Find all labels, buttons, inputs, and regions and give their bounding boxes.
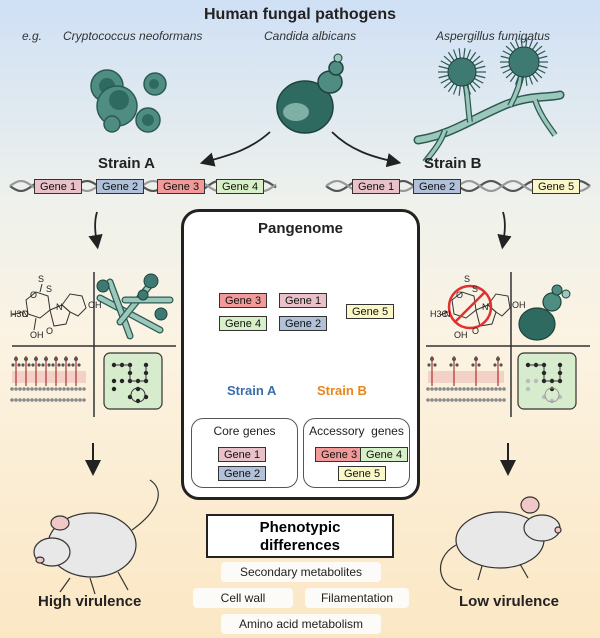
strain-a-gene-4: Gene 4: [216, 179, 265, 194]
species-candida: Candida albicans: [264, 29, 357, 43]
filamentation-hyphae-a: [96, 273, 174, 340]
aspergillus-illustration: [413, 38, 565, 164]
prohibition-icon: [447, 284, 493, 330]
species-aspergillus: Aspergillus fumigatus: [436, 29, 551, 43]
strain-a-label: Strain A: [98, 155, 155, 172]
atom-label: S: [46, 284, 53, 294]
amino-acid-pathway-a: [103, 352, 163, 410]
venn-gene-5: Gene 5: [346, 304, 395, 319]
atom-label: N: [482, 302, 489, 312]
arrow-to-strain-b: [331, 131, 402, 168]
atom-label: O: [472, 326, 480, 336]
strain-a-gene-1: Gene 1: [34, 179, 83, 194]
phenotypic-differences-box: Phenotypic differences: [206, 514, 394, 558]
candida-illustration: [276, 53, 344, 134]
atom-label: N: [56, 302, 63, 312]
atom-label: S: [38, 274, 45, 284]
species-cryptococcus: Cryptococcus neoformans: [63, 29, 203, 43]
venn-gene-4: Gene 4: [219, 316, 268, 331]
venn-gene-3: Gene 3: [219, 293, 268, 308]
amino-acid-pathway-b: [517, 352, 577, 410]
pangenome-title: Pangenome: [257, 220, 344, 237]
example-prefix: e.g.: [22, 29, 43, 43]
core-gene-2: Gene 2: [218, 466, 267, 481]
accessory-gene-3: Gene 3: [315, 447, 364, 462]
atom-label: O: [456, 290, 464, 300]
secondary-metabolite-molecule-a: [11, 283, 87, 331]
atom-label: N: [444, 309, 451, 319]
cell-wall-membrane-a: [10, 356, 86, 402]
phenotype-amino-acid-metabolism: Amino acid metabolism: [221, 614, 381, 634]
low-virulence-label: Low virulence: [459, 593, 560, 610]
venn-strain-a-label: Strain A: [227, 383, 277, 398]
venn-gene-2: Gene 2: [279, 316, 328, 331]
secondary-metabolite-molecule-b: [439, 291, 511, 327]
cryptococcus-illustration: [90, 69, 167, 133]
atom-label: S: [464, 274, 471, 284]
strain-b-gene-2: Gene 2: [413, 179, 462, 194]
figure-title: Human fungal pathogens: [204, 6, 396, 23]
high-virulence-label: High virulence: [38, 593, 142, 610]
strain-a-gene-3: Gene 3: [157, 179, 206, 194]
phenotype-filamentation: Filamentation: [305, 588, 409, 608]
accessory-genes-title: Accessory genes: [309, 424, 404, 438]
atom-label: OH: [88, 300, 102, 310]
strain-b-label: Strain B: [424, 155, 482, 172]
atom-label: H3C: [10, 309, 29, 319]
atom-label: H3C: [430, 309, 449, 319]
down-arrows: [85, 211, 516, 476]
atom-label: OH: [30, 330, 44, 340]
atom-label: N: [22, 309, 29, 319]
phenotypic-title-line2: differences: [259, 537, 341, 554]
core-gene-1: Gene 1: [218, 447, 267, 462]
atom-label: OH: [512, 300, 526, 310]
atom-label: O: [46, 326, 54, 336]
mouse-high-virulence: [33, 479, 159, 595]
strain-b-gene-5: Gene 5: [532, 179, 581, 194]
phenotypic-title-line1: Phenotypic: [259, 519, 341, 536]
atom-label: O: [30, 290, 38, 300]
cell-wall-membrane-b: [426, 356, 506, 402]
filamentation-yeast-b: [518, 284, 571, 341]
quadrant-dividers: [12, 272, 590, 417]
arrow-to-strain-a: [199, 131, 271, 167]
phenotype-cell-wall: Cell wall: [193, 588, 293, 608]
accessory-gene-5: Gene 5: [338, 466, 387, 481]
accessory-gene-4: Gene 4: [360, 447, 409, 462]
atom-label: OH: [454, 330, 468, 340]
mouse-low-virulence: [439, 496, 562, 591]
strain-a-gene-2: Gene 2: [96, 179, 145, 194]
phenotype-secondary-metabolites: Secondary metabolites: [221, 562, 381, 582]
venn-gene-1: Gene 1: [279, 293, 328, 308]
atom-label: S: [472, 284, 479, 294]
strain-b-gene-1: Gene 1: [352, 179, 401, 194]
core-genes-title: Core genes: [213, 424, 276, 438]
venn-strain-b-label: Strain B: [317, 383, 367, 398]
